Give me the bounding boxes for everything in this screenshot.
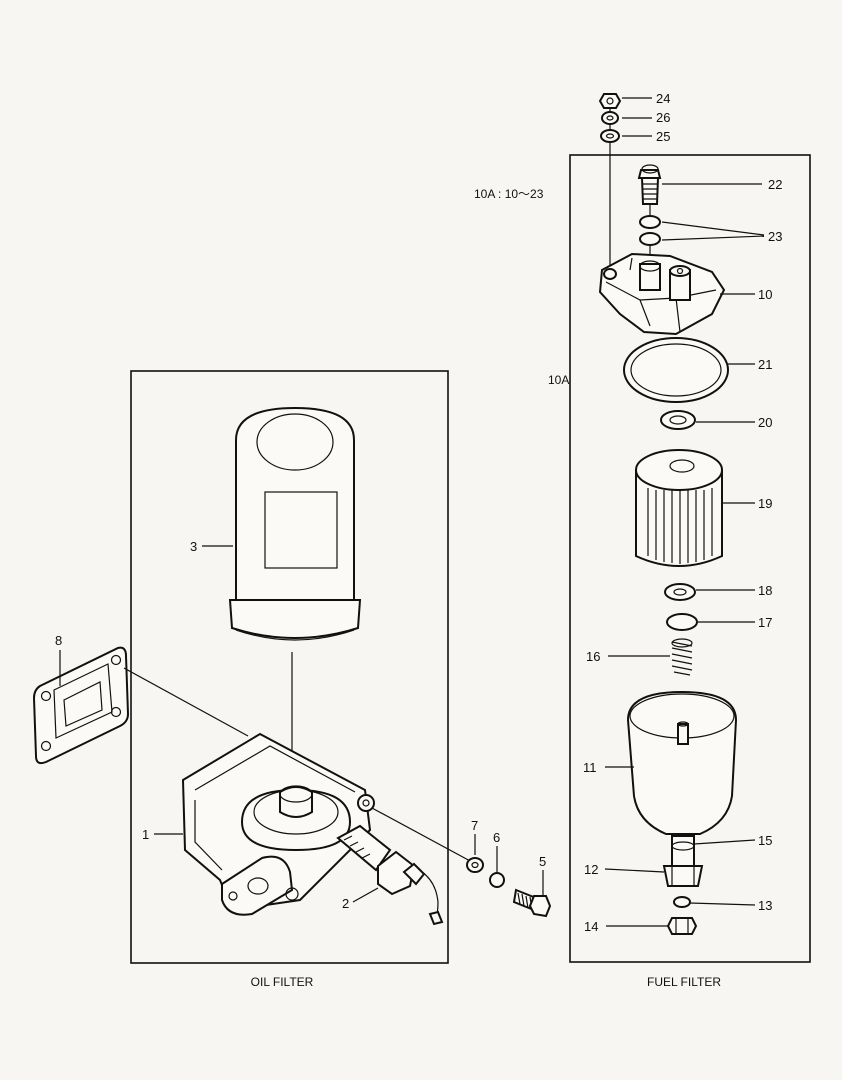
label-part-13: 13	[758, 898, 772, 913]
fuel-filter-element	[635, 449, 723, 567]
oil-filter-head	[181, 732, 375, 916]
label-part-23: 23	[768, 229, 782, 244]
group-label: 10A	[548, 373, 569, 387]
washer-part	[466, 857, 484, 873]
label-part-10: 10	[758, 287, 772, 302]
label-part-3: 3	[190, 539, 197, 554]
label-part-8: 8	[55, 633, 62, 648]
label-part-12: 12	[584, 862, 598, 877]
caption-oil-filter: OIL FILTER	[251, 975, 314, 989]
fuel-filter-head	[598, 252, 726, 336]
label-part-1: 1	[142, 827, 149, 842]
label-part-2: 2	[342, 896, 349, 911]
label-part-21: 21	[758, 357, 772, 372]
fuel-filter-frame	[569, 154, 811, 963]
oil-filter-frame	[130, 370, 449, 964]
seal-lower	[666, 613, 698, 631]
label-part-11: 11	[583, 760, 597, 775]
drain-washer	[673, 896, 691, 908]
label-part-16: 16	[586, 649, 600, 664]
label-part-6: 6	[493, 830, 500, 845]
lock-washer-part	[489, 872, 505, 888]
label-part-5: 5	[539, 854, 546, 869]
label-part-22: 22	[768, 177, 782, 192]
seal-middle	[664, 583, 696, 601]
label-part-14: 14	[584, 919, 598, 934]
nut-part	[598, 93, 622, 109]
label-part-20: 20	[758, 415, 772, 430]
label-part-19: 19	[758, 496, 772, 511]
spring-part	[671, 638, 693, 676]
seal-upper	[660, 410, 696, 430]
oil-pressure-switch	[336, 824, 444, 926]
spring-washer-part	[601, 111, 619, 125]
label-part-26: 26	[656, 110, 670, 125]
flat-washer-part	[600, 129, 620, 143]
oil-filter-canister	[228, 406, 362, 641]
group-note: 10A : 10～23	[474, 187, 544, 201]
eye-bolt-part	[637, 164, 662, 222]
drain-plug	[666, 917, 698, 935]
filter-gasket-large	[623, 337, 729, 403]
label-part-24: 24	[656, 91, 670, 106]
label-part-17: 17	[758, 615, 772, 630]
bolt-part	[512, 888, 552, 918]
o-ring-upper	[639, 215, 661, 229]
caption-fuel-filter: FUEL FILTER	[647, 975, 721, 989]
label-part-18: 18	[758, 583, 772, 598]
label-part-25: 25	[656, 129, 670, 144]
gasket-part	[32, 646, 130, 765]
filter-bowl	[626, 690, 738, 835]
o-ring-lower	[639, 232, 661, 246]
label-part-7: 7	[471, 818, 478, 833]
drain-valve	[662, 835, 704, 887]
label-part-15: 15	[758, 833, 772, 848]
